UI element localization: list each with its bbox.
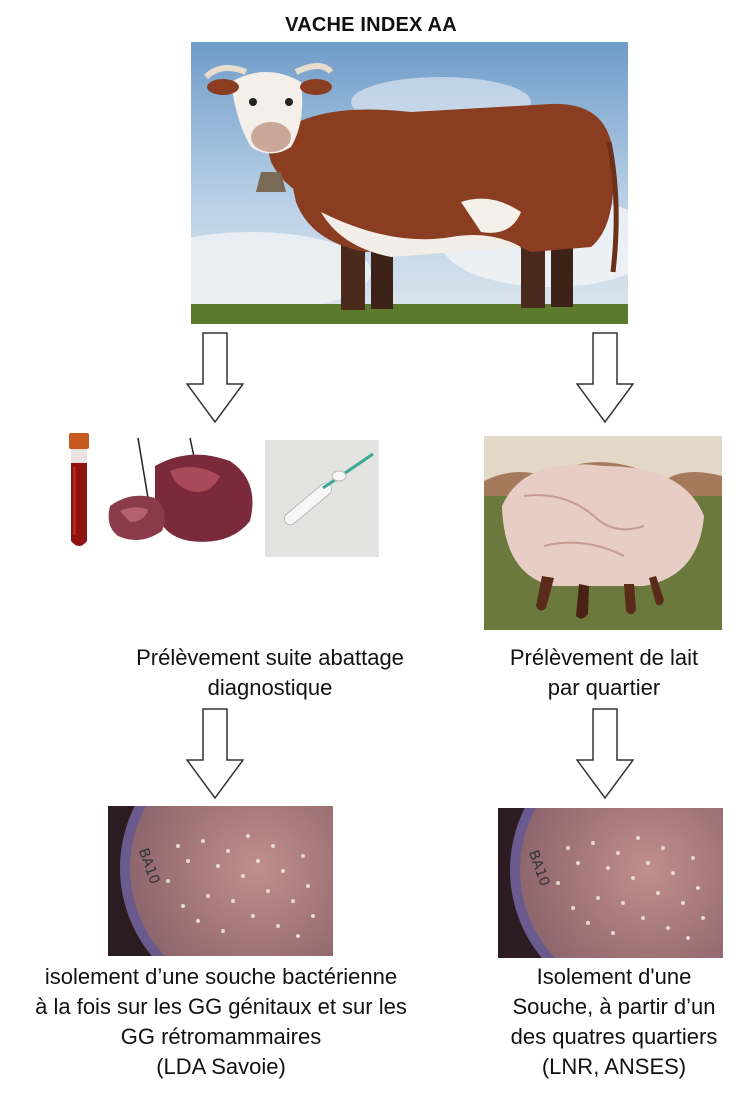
petri-dish-icon: BA10 bbox=[108, 806, 333, 956]
result-line: Souche, à partir d’un bbox=[486, 992, 742, 1022]
caption-line: Prélèvement suite abattage bbox=[100, 643, 440, 673]
down-arrow-icon bbox=[186, 332, 244, 424]
caption-line: diagnostique bbox=[100, 673, 440, 703]
down-arrow-icon bbox=[576, 332, 634, 424]
swab-icon bbox=[265, 440, 379, 557]
caption-line: par quartier bbox=[470, 673, 738, 703]
result-line: Isolement d'une bbox=[486, 962, 742, 992]
caption-line: Prélèvement de lait bbox=[470, 643, 738, 673]
blood-tube-icon bbox=[66, 433, 92, 551]
result-line: isolement d’une souche bactérienne bbox=[0, 962, 442, 992]
petri-dish-icon: BA10 bbox=[498, 808, 723, 958]
cow-photo bbox=[191, 42, 628, 324]
left-result: isolement d’une souche bactérienne à la … bbox=[0, 962, 442, 1082]
down-arrow-icon bbox=[576, 708, 634, 800]
result-line: (LNR, ANSES) bbox=[486, 1052, 742, 1082]
left-caption: Prélèvement suite abattage diagnostique bbox=[100, 643, 440, 703]
right-result: Isolement d'une Souche, à partir d’un de… bbox=[486, 962, 742, 1082]
result-line: à la fois sur les GG génitaux et sur les bbox=[0, 992, 442, 1022]
diagram-title: VACHE INDEX AA bbox=[0, 14, 742, 37]
result-line: (LDA Savoie) bbox=[0, 1052, 442, 1082]
result-line: GG rétromammaires bbox=[0, 1022, 442, 1052]
tissue-sample-icon bbox=[100, 436, 260, 554]
result-line: des quatres quartiers bbox=[486, 1022, 742, 1052]
down-arrow-icon bbox=[186, 708, 244, 800]
right-caption: Prélèvement de lait par quartier bbox=[470, 643, 738, 703]
udder-photo bbox=[484, 436, 722, 630]
